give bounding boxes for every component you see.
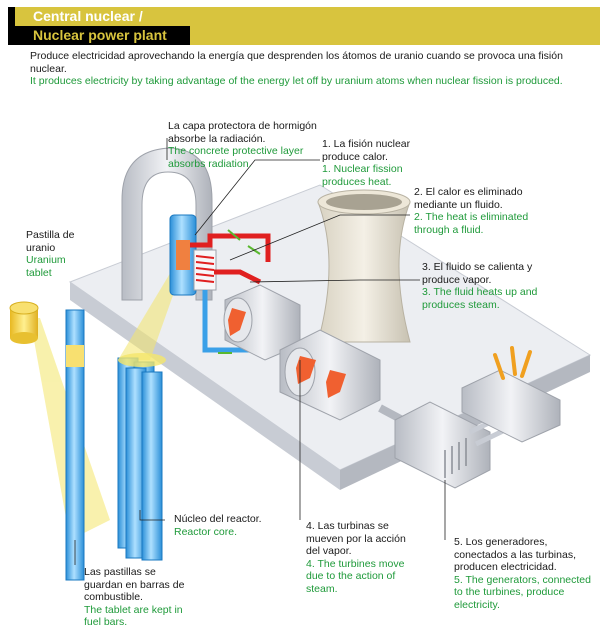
fuel-bar (65, 309, 85, 581)
label-step5-es: 5. Los generadores, conectados a las tur… (454, 536, 576, 573)
cooling-tower (317, 189, 411, 343)
reactor-vessel (169, 214, 197, 296)
label-step1-en: 1. Nuclear fission produces heat. (322, 163, 403, 188)
label-step2-en: 2. The heat is eliminated through a flui… (414, 211, 529, 236)
uranium-pellet (9, 301, 39, 344)
header-accent-bar (8, 7, 15, 45)
intro-spanish: Produce electricidad aprovechando la ene… (30, 50, 563, 75)
label-shield-en: The concrete protective layer absorbs ra… (168, 145, 304, 170)
header-black-strip (15, 26, 190, 45)
label-step2-es: 2. El calor es eliminado mediante un flu… (414, 186, 523, 211)
title-spanish: Central nuclear / (33, 8, 143, 24)
label-step2: 2. El calor es eliminado mediante un flu… (414, 186, 544, 236)
leader-lines (74, 138, 446, 565)
steam-generator-coil (193, 249, 217, 291)
label-step3: 3. El fluido se calienta y produce vapor… (422, 261, 554, 311)
label-pellet-es: Pastilla de uranio (26, 229, 75, 254)
containment-dome (121, 147, 213, 301)
reactor-core (117, 353, 166, 561)
transformer (461, 346, 561, 443)
label-bars-en: The tablet are kept in fuel bars. (84, 603, 183, 629)
title-english: Nuclear power plant (33, 27, 167, 43)
label-bars-es: Las pastillas se guardan en barras de co… (84, 566, 185, 603)
label-step4-es: 4. Las turbinas se mueven por la acción … (306, 520, 406, 557)
label-pellet: Pastilla de uranio Uranium tablet (26, 229, 88, 279)
intro-text: Produce electricidad aprovechando la ene… (30, 50, 590, 88)
label-pellet-en: Uranium tablet (26, 254, 66, 279)
label-step4: 4. Las turbinas se mueven por la acción … (306, 520, 406, 595)
label-shield: La capa protectora de hormigón absorbe l… (168, 120, 318, 170)
label-step1: 1. La fisión nuclear produce calor. 1. N… (322, 138, 434, 188)
label-step5-en: 5. The generators, connected to the turb… (454, 573, 591, 611)
label-step1-es: 1. La fisión nuclear produce calor. (322, 138, 411, 163)
turbine-arrows (228, 308, 346, 398)
label-step5: 5. Los generadores, conectados a las tur… (454, 536, 594, 611)
label-shield-es: La capa protectora de hormigón absorbe l… (168, 120, 317, 145)
label-step3-en: 3. The fluid heats up and produces steam… (422, 286, 538, 311)
label-core-en: Reactor core. (174, 525, 238, 538)
intro-english: It produces electricity by taking advant… (30, 75, 563, 87)
label-core-es: Núcleo del reactor. (174, 513, 262, 525)
label-core: Núcleo del reactor. Reactor core. (174, 513, 294, 538)
label-step3-es: 3. El fluido se calienta y produce vapor… (422, 261, 533, 286)
steam-pipe (214, 269, 262, 285)
label-bars: Las pastillas se guardan en barras de co… (84, 566, 194, 629)
label-step4-en: 4. The turbines move due to the action o… (306, 557, 405, 595)
